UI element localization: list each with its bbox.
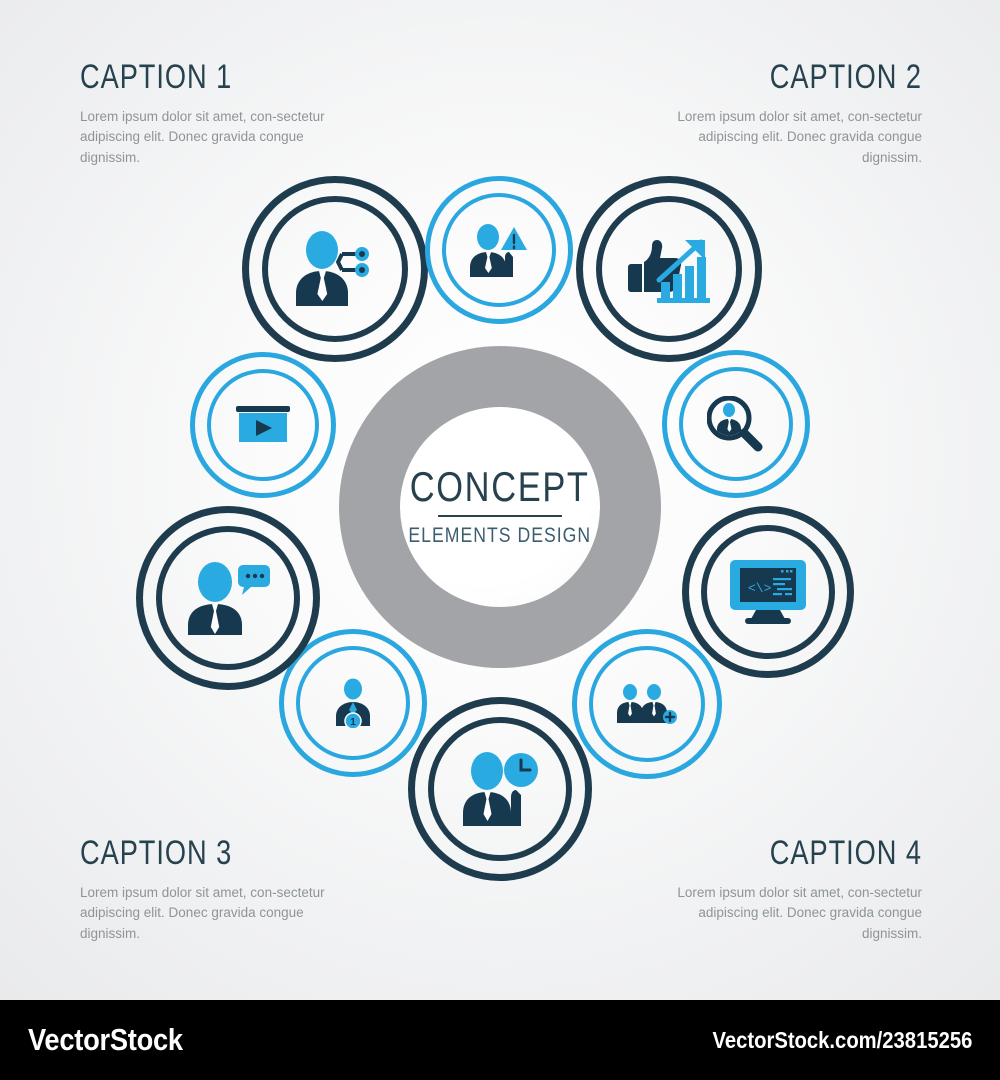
ring-outer: [425, 176, 573, 324]
node-user-warning-alert[interactable]: [425, 176, 573, 324]
ring-outer: [408, 697, 592, 881]
center-title: CONCEPT: [410, 463, 590, 510]
ring-outer: [572, 629, 722, 779]
watermark-brand: VectorStock: [28, 1022, 183, 1057]
node-monitor-code[interactable]: <\>: [682, 506, 854, 678]
ring-outer: [279, 629, 427, 777]
node-user-speech-bubble[interactable]: [136, 506, 320, 690]
ring-inner: [428, 717, 572, 861]
caption-1-title: CAPTION 1: [80, 58, 233, 96]
node-user-badge-one[interactable]: 1: [279, 629, 427, 777]
ring-inner: [701, 525, 835, 659]
ring-inner: [442, 193, 556, 307]
user-share-network-icon: [296, 231, 369, 306]
ring-outer: [682, 506, 854, 678]
node-thumbs-up-growth-chart[interactable]: [576, 176, 762, 362]
ring-outer: [576, 176, 762, 362]
node-add-group-users[interactable]: [572, 629, 722, 779]
user-clock-time-icon: [463, 752, 538, 826]
ring-outer: [242, 176, 428, 362]
caption-2-title: CAPTION 2: [769, 58, 922, 96]
caption-block-3: CAPTION 3 Lorem ipsum dolor sit amet, co…: [80, 836, 340, 944]
user-search-magnifier-icon: [707, 396, 763, 452]
center-hub-ring: CONCEPT ELEMENTS DESIGN: [339, 346, 661, 668]
monitor-code-icon: <\>: [730, 560, 806, 624]
watermark-footer: VectorStock VectorStock.com/23815256: [0, 1000, 1000, 1080]
caption-1-body: Lorem ipsum dolor sit amet, con-sectetur…: [80, 108, 325, 165]
ring-inner: [296, 646, 410, 760]
ring-inner: [596, 196, 742, 342]
thumbs-up-growth-chart-icon: [628, 239, 710, 303]
caption-block-1: CAPTION 1 Lorem ipsum dolor sit amet, co…: [80, 60, 340, 168]
caption-4-title: CAPTION 4: [769, 834, 922, 872]
ring-outer: [662, 350, 810, 498]
ring-inner: [156, 526, 300, 670]
caption-block-4: CAPTION 4 Lorem ipsum dolor sit amet, co…: [662, 836, 922, 944]
center-hub-inner: CONCEPT ELEMENTS DESIGN: [400, 407, 600, 607]
ring-inner: [589, 646, 705, 762]
node-video-player-play[interactable]: [190, 352, 336, 498]
node-user-share-network[interactable]: [242, 176, 428, 362]
svg-text:<\>: <\>: [748, 581, 772, 596]
infographic-canvas: CAPTION 1 Lorem ipsum dolor sit amet, co…: [0, 0, 1000, 1000]
caption-2-body: Lorem ipsum dolor sit amet, con-sectetur…: [677, 108, 922, 165]
caption-4-body: Lorem ipsum dolor sit amet, con-sectetur…: [677, 884, 922, 941]
ring-inner: [207, 369, 319, 481]
user-speech-bubble-icon: [188, 562, 270, 635]
badge-number: 1: [350, 717, 356, 728]
node-user-search-magnifier[interactable]: [662, 350, 810, 498]
ring-outer: [136, 506, 320, 690]
user-badge-one-icon: 1: [336, 678, 370, 728]
ring-outer: [190, 352, 336, 498]
add-group-users-icon: [617, 684, 677, 724]
video-player-play-icon: [236, 406, 290, 442]
caption-3-body: Lorem ipsum dolor sit amet, con-sectetur…: [80, 884, 325, 941]
ring-inner: [679, 367, 793, 481]
caption-block-2: CAPTION 2 Lorem ipsum dolor sit amet, co…: [662, 60, 922, 168]
node-user-clock-time[interactable]: [408, 697, 592, 881]
user-warning-alert-icon: [470, 224, 527, 277]
watermark-url: VectorStock.com/23815256: [712, 1026, 972, 1053]
center-divider: [438, 515, 562, 517]
ring-inner: [262, 196, 408, 342]
center-subtitle: ELEMENTS DESIGN: [408, 524, 592, 547]
caption-3-title: CAPTION 3: [80, 834, 233, 872]
